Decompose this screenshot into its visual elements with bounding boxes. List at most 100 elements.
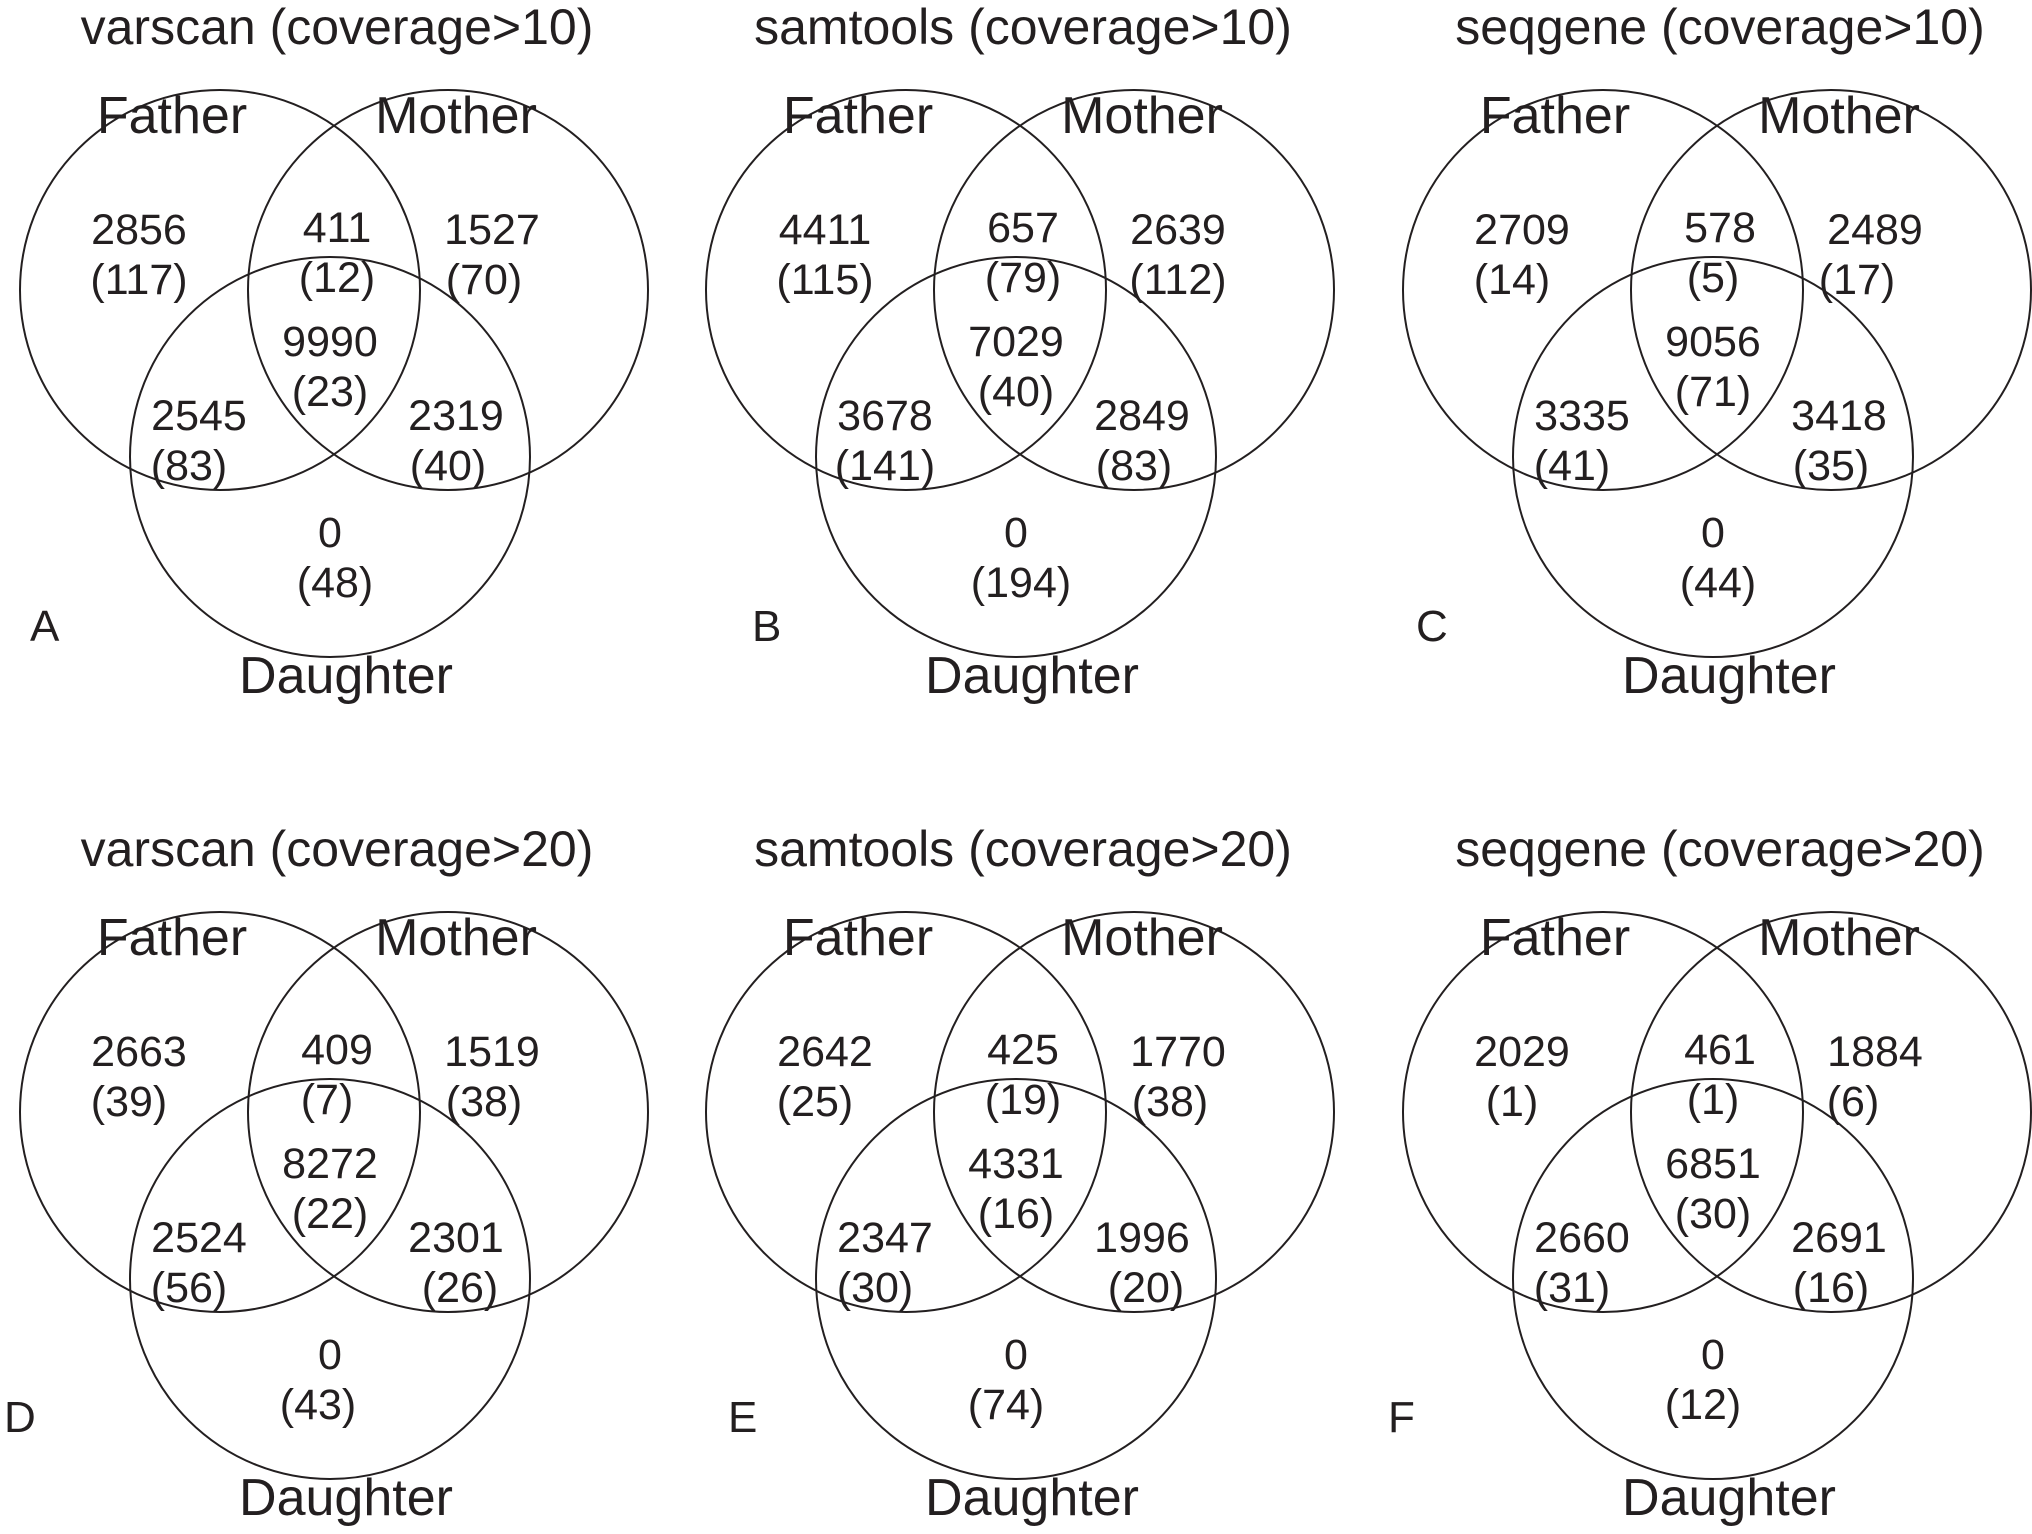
region-subcount: (71) — [1675, 368, 1751, 416]
circle-father — [1402, 89, 1804, 491]
region-father-daughter: 2545 (83) — [151, 392, 247, 490]
region-count: 8272 — [282, 1140, 378, 1188]
region-subcount: (23) — [292, 368, 368, 416]
panel-title: varscan (coverage>20) — [81, 821, 594, 877]
region-count: 425 — [987, 1026, 1059, 1074]
venn-panel: samtools (coverage>10) Father Mother Dau… — [705, 0, 1335, 705]
region-mother-daughter: 2301 (26) — [408, 1214, 504, 1312]
region-count: 2642 — [777, 1028, 873, 1076]
region-all-three: 8272 (22) — [282, 1140, 378, 1238]
region-mother-daughter: 3418 (35) — [1791, 392, 1887, 490]
region-subcount: (79) — [985, 254, 1061, 302]
region-mother-only: 2639 (112) — [1129, 206, 1226, 304]
circle-father — [1402, 911, 1804, 1313]
region-count: 2524 — [151, 1214, 247, 1262]
region-all-three: 9056 (71) — [1665, 318, 1761, 416]
region-subcount: (17) — [1819, 256, 1895, 304]
region-father-only: 2709 (14) — [1474, 206, 1570, 304]
region-subcount: (40) — [978, 368, 1054, 416]
region-subcount: (56) — [151, 1264, 227, 1312]
region-count: 0 — [1701, 1331, 1725, 1379]
panel-title: samtools (coverage>10) — [754, 0, 1292, 55]
venn-panel: seqgene (coverage>10) Father Mother Daug… — [1402, 0, 2032, 705]
region-subcount: (112) — [1129, 256, 1226, 304]
region-mother-only: 1884 (6) — [1827, 1028, 1923, 1126]
region-mother-daughter: 2691 (16) — [1791, 1214, 1887, 1312]
region-subcount: (12) — [1665, 1381, 1741, 1429]
region-father-mother: 578 (5) — [1684, 204, 1756, 302]
region-count: 2639 — [1130, 206, 1226, 254]
region-subcount: (43) — [280, 1381, 356, 1429]
panel-letter: B — [752, 602, 781, 651]
region-subcount: (7) — [301, 1076, 354, 1124]
circle-mother — [933, 89, 1335, 491]
region-subcount: (74) — [968, 1381, 1044, 1429]
region-subcount: (70) — [446, 256, 522, 304]
circle-mother — [1630, 911, 2032, 1313]
region-count: 9990 — [282, 318, 378, 366]
region-subcount: (30) — [837, 1264, 913, 1312]
region-count: 2301 — [408, 1214, 504, 1262]
region-mother-daughter: 1996 (20) — [1094, 1214, 1190, 1312]
region-mother-only: 1527 (70) — [444, 206, 540, 304]
set-label-mother: Mother — [1061, 909, 1223, 967]
region-count: 0 — [1004, 509, 1028, 557]
region-daughter-only: 0 (194) — [971, 509, 1071, 607]
region-mother-daughter: 2849 (83) — [1094, 392, 1190, 490]
circle-mother — [247, 911, 649, 1313]
circle-father — [19, 911, 421, 1313]
region-subcount: (1) — [1687, 1076, 1740, 1124]
circle-mother — [1630, 89, 2032, 491]
region-daughter-only: 0 (43) — [280, 1331, 356, 1429]
region-count: 4331 — [968, 1140, 1064, 1188]
region-subcount: (5) — [1687, 254, 1740, 302]
region-count: 0 — [318, 509, 342, 557]
region-subcount: (22) — [292, 1190, 368, 1238]
region-daughter-only: 0 (12) — [1665, 1331, 1741, 1429]
region-father-only: 2663 (39) — [91, 1028, 187, 1126]
region-subcount: (14) — [1474, 256, 1550, 304]
region-subcount: (30) — [1675, 1190, 1751, 1238]
region-father-mother: 461 (1) — [1684, 1026, 1756, 1124]
region-count: 2660 — [1534, 1214, 1630, 1262]
venn-panel: seqgene (coverage>20) Father Mother Daug… — [1388, 821, 2032, 1527]
region-count: 6851 — [1665, 1140, 1761, 1188]
panel-letter: F — [1388, 1393, 1415, 1442]
panel-letter: D — [4, 1393, 36, 1442]
region-count: 3335 — [1534, 392, 1630, 440]
set-label-mother: Mother — [375, 909, 537, 967]
region-count: 0 — [318, 1331, 342, 1379]
region-father-only: 2029 (1) — [1474, 1028, 1570, 1126]
region-subcount: (20) — [1108, 1264, 1184, 1312]
circle-mother — [247, 89, 649, 491]
region-subcount: (41) — [1534, 442, 1610, 490]
region-count: 2849 — [1094, 392, 1190, 440]
region-father-only: 2642 (25) — [777, 1028, 873, 1126]
region-count: 411 — [303, 204, 372, 252]
region-all-three: 6851 (30) — [1665, 1140, 1761, 1238]
circle-daughter — [129, 256, 531, 658]
region-count: 1527 — [444, 206, 540, 254]
region-count: 461 — [1684, 1026, 1756, 1074]
region-count: 0 — [1004, 1331, 1028, 1379]
region-father-only: 4411 (115) — [776, 206, 873, 304]
region-mother-only: 1770 (38) — [1130, 1028, 1226, 1126]
region-count: 1519 — [444, 1028, 540, 1076]
set-label-mother: Mother — [1758, 909, 1920, 967]
region-subcount: (48) — [297, 559, 373, 607]
panel-title: samtools (coverage>20) — [754, 821, 1292, 877]
region-father-mother: 657 (79) — [985, 204, 1061, 302]
region-subcount: (19) — [985, 1076, 1061, 1124]
region-father-daughter: 2347 (30) — [837, 1214, 933, 1312]
region-father-daughter: 3678 (141) — [835, 392, 935, 490]
region-subcount: (16) — [978, 1190, 1054, 1238]
region-count: 7029 — [968, 318, 1064, 366]
region-father-daughter: 2660 (31) — [1534, 1214, 1630, 1312]
panel-title: varscan (coverage>10) — [81, 0, 594, 55]
region-count: 2319 — [408, 392, 504, 440]
region-count: 3678 — [837, 392, 933, 440]
circle-daughter — [815, 1078, 1217, 1480]
panel-letter: C — [1416, 602, 1448, 651]
region-daughter-only: 0 (74) — [968, 1331, 1044, 1429]
